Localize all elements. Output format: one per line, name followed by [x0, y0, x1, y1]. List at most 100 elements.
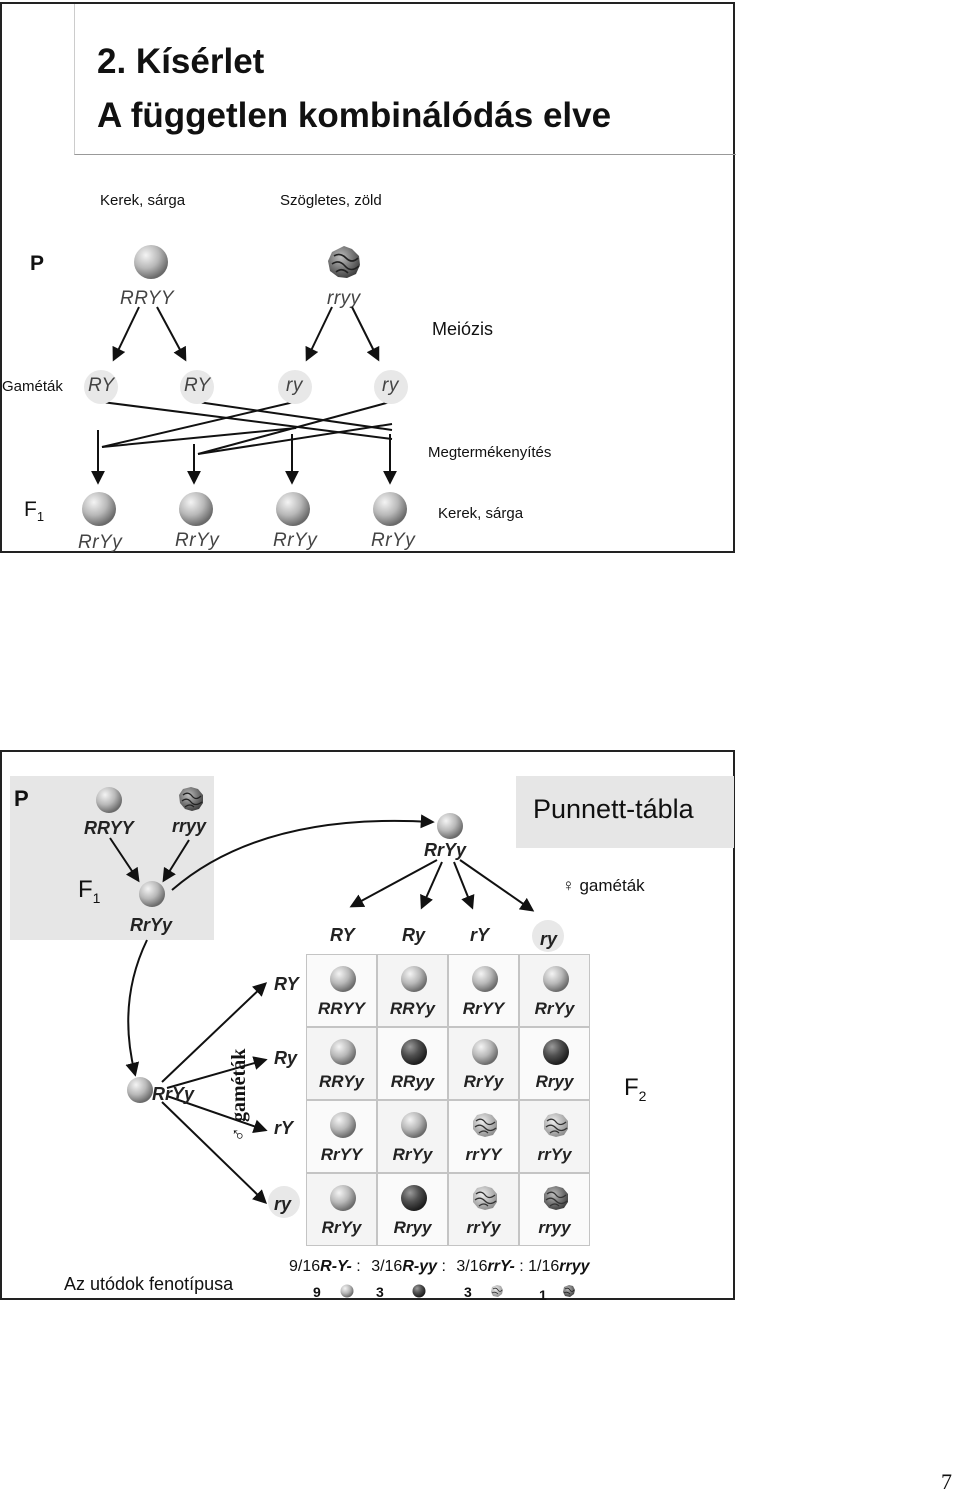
f1-generation-label: F1	[24, 498, 44, 524]
phenotype-count: 9	[313, 1284, 321, 1300]
gamete-bubble	[532, 920, 564, 952]
parent1-genotype: RRYY	[120, 288, 175, 309]
gamete-bubble	[180, 370, 214, 404]
gamete-bubble	[84, 370, 118, 404]
male-gamete: Ry	[274, 1048, 298, 1068]
round-yellow-pea-icon	[179, 492, 213, 526]
punnett-cell-genotype: RrYY	[320, 1145, 363, 1164]
gamete-genotype: RY	[184, 375, 211, 396]
fertilization-label: Megtermékenyítés	[428, 444, 552, 461]
round-yellow-pea-icon	[373, 492, 407, 526]
punnett-cell: rrYy	[448, 1173, 519, 1246]
punnett-cell-genotype: RrYY	[462, 999, 505, 1018]
gamete-bubble	[278, 370, 312, 404]
round-green-pea-icon	[412, 1284, 426, 1298]
ratio-genotype: R-Y-	[320, 1258, 352, 1275]
punnett-cell: rryy	[519, 1173, 590, 1246]
punnett-cell: RRYY	[306, 954, 377, 1027]
wrinkled-yellow-pea-icon	[473, 1186, 497, 1210]
punnett-cell-genotype: RRYY	[318, 999, 365, 1018]
round-yellow-pea-icon	[472, 1039, 498, 1065]
top-parent-genotype: RrYy	[424, 840, 467, 860]
ratio-genotype: rrY-	[487, 1258, 515, 1275]
punnett-cell-genotype: RRYy	[389, 999, 436, 1018]
gamete-bubble	[374, 370, 408, 404]
f2-letter: F	[624, 1074, 639, 1101]
parent2-genotype: rryy	[172, 816, 207, 836]
punnett-cell: rrYy	[519, 1100, 590, 1173]
ratio-fraction: 9/16	[289, 1258, 321, 1275]
f1-genotype: RrYy	[130, 915, 173, 935]
f1-genotype: RrYy	[371, 530, 416, 551]
punnett-cell-genotype: RRYy	[318, 1072, 365, 1091]
f1-generation-label: F1	[78, 876, 100, 906]
punnett-cell-genotype: rrYy	[466, 1218, 501, 1237]
round-yellow-pea-icon	[330, 1039, 356, 1065]
left-parent-genotype: RrYy	[152, 1084, 195, 1104]
punnett-cell: RrYy	[519, 954, 590, 1027]
female-gametes-label: ♀ gaméták	[562, 876, 645, 895]
female-gamete: Ry	[402, 925, 426, 945]
punnett-cell: RrYy	[306, 1173, 377, 1246]
round-yellow-pea-icon	[437, 813, 463, 839]
female-gamete: ry	[540, 929, 558, 949]
p-generation-label: P	[30, 252, 45, 275]
meiosis-label: Meiózis	[432, 319, 494, 339]
punnett-cell: RRYy	[377, 954, 448, 1027]
punnett-cell-genotype: RRyy	[390, 1072, 435, 1091]
f2-generation-label: F2	[624, 1074, 646, 1104]
slide-title-line1: 2. Kísérlet	[97, 42, 265, 81]
phenotype-count: 1	[539, 1287, 547, 1303]
male-gametes-label: ♂ gaméták	[228, 1048, 250, 1142]
punnett-cell: RRYy	[306, 1027, 377, 1100]
wrinkled-green-pea-icon	[563, 1285, 575, 1297]
parent1-genotype: RRYY	[84, 818, 134, 838]
punnett-cell-genotype: RrYy	[463, 1072, 504, 1091]
round-yellow-pea-icon	[401, 966, 427, 992]
punnett-cell-genotype: RrYy	[392, 1145, 433, 1164]
f1-letter: F	[78, 876, 93, 903]
round-yellow-pea-icon	[543, 966, 569, 992]
p-generation-label: P	[14, 786, 29, 811]
round-yellow-pea-icon	[127, 1077, 153, 1103]
cross-diagram-arrows	[91, 306, 397, 485]
f1-genotype: RrYy	[273, 530, 318, 551]
wrinkled-yellow-pea-icon	[491, 1285, 503, 1297]
punnett-arrows	[109, 814, 535, 1204]
punnett-cell: RrYY	[448, 954, 519, 1027]
punnett-title: Punnett-tábla	[533, 794, 694, 824]
wrinkled-green-pea-icon	[544, 1186, 568, 1210]
round-yellow-pea-icon	[340, 1284, 354, 1298]
punnett-cell-genotype: rrYY	[465, 1145, 502, 1164]
round-yellow-pea-icon	[276, 492, 310, 526]
wrinkled-green-pea-icon	[179, 787, 203, 811]
round-yellow-pea-icon	[134, 245, 168, 279]
punnett-cell-genotype: rryy	[538, 1218, 571, 1237]
punnett-cell-genotype: RrYy	[534, 999, 575, 1018]
parent2-genotype: rryy	[327, 288, 361, 309]
punnett-cell-genotype: Rryy	[393, 1218, 432, 1237]
ratio-separator: :	[514, 1258, 524, 1275]
ratio-separator: :	[437, 1258, 446, 1275]
punnett-cell-genotype: Rryy	[535, 1072, 574, 1091]
female-gamete: RY	[330, 925, 355, 945]
round-yellow-pea-icon	[330, 966, 356, 992]
male-gamete: RY	[274, 974, 299, 994]
parent2-phenotype: Szögletes, zöld	[280, 192, 382, 209]
round-yellow-pea-icon	[472, 966, 498, 992]
f2-subscript: 2	[638, 1087, 647, 1104]
gamete-bubble	[268, 1186, 300, 1218]
ratio-fraction: 1/16	[528, 1258, 560, 1275]
punnett-cell-genotype: rrYy	[537, 1145, 572, 1164]
page-number: 7	[941, 1469, 952, 1494]
offspring-phenotype-label: Az utódok fenotípusa	[64, 1274, 234, 1294]
f1-phenotype: Kerek, sárga	[438, 505, 524, 522]
phenotype-count: 3	[376, 1284, 384, 1300]
ratio-line: 9/16R-Y- : 3/16R-yy : 3/16rrY- : 1/16rry…	[289, 1258, 590, 1276]
punnett-cell: RrYY	[306, 1100, 377, 1173]
gamete-genotype: ry	[286, 375, 303, 396]
punnett-cell: Rryy	[377, 1173, 448, 1246]
f1-genotype: RrYy	[78, 532, 123, 553]
punnett-cell: RrYy	[448, 1027, 519, 1100]
round-yellow-pea-icon	[401, 1112, 427, 1138]
